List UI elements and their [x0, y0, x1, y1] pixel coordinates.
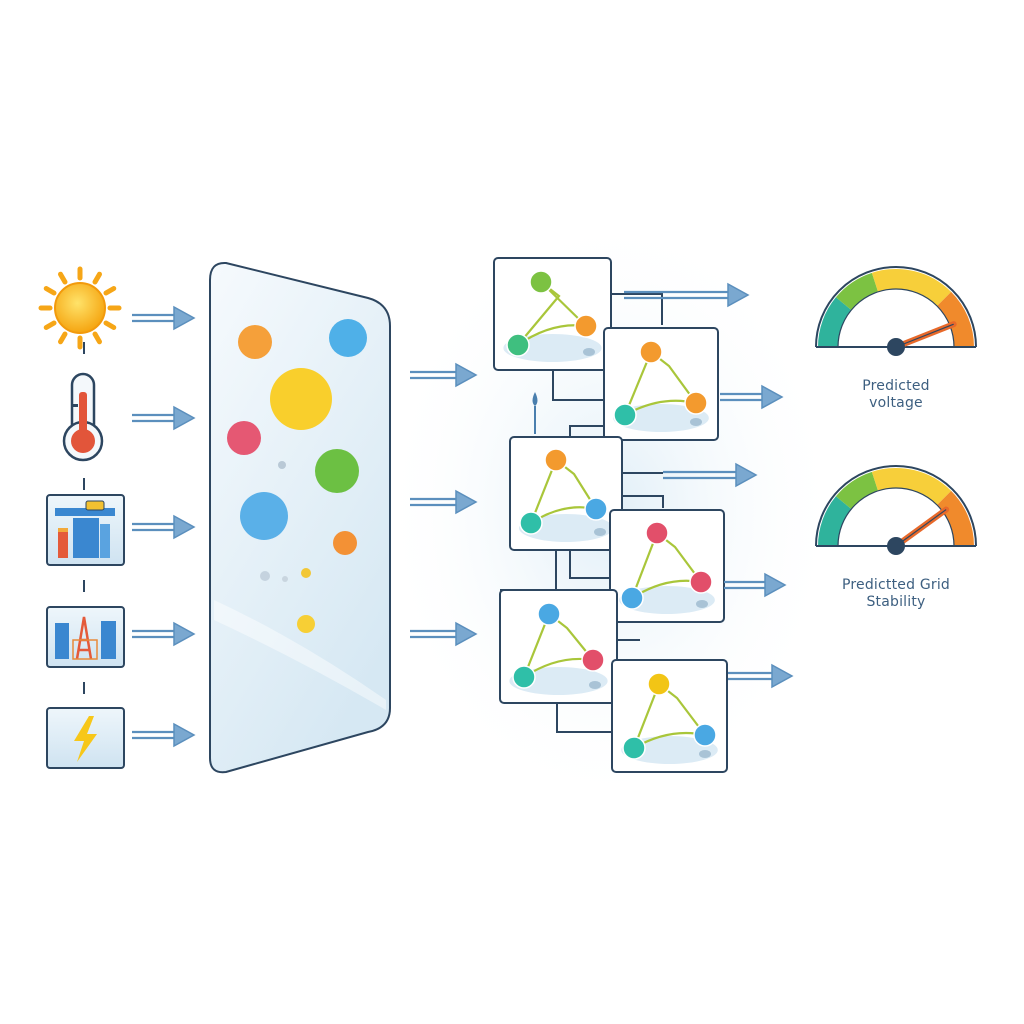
- graph-node: [584, 497, 608, 521]
- graph-node: [689, 570, 713, 594]
- gauge-segment: [818, 496, 852, 547]
- input-arrow: [132, 621, 196, 647]
- graph-node: [645, 521, 669, 545]
- substation-icon: [46, 606, 125, 668]
- graph-node: [506, 333, 530, 357]
- gauge-hub: [887, 338, 905, 356]
- graph-node: [622, 736, 646, 760]
- connector-line: [612, 293, 663, 325]
- thermometer-icon: [62, 372, 104, 462]
- gauge-label-voltage: Predicted voltage: [796, 378, 996, 412]
- gauge-stability-line2: Stability: [866, 594, 926, 610]
- input-arrow: [132, 305, 196, 331]
- panel-to-graph-arrows: [410, 362, 478, 647]
- graph-node: [613, 403, 637, 427]
- graph-card: [499, 589, 618, 704]
- connector-line: [552, 370, 605, 401]
- connector-line: [569, 550, 610, 579]
- gauge-segment: [936, 490, 974, 547]
- input-icons: [38, 266, 125, 769]
- gauge-segment: [818, 297, 852, 348]
- feature-bubble: [297, 615, 315, 633]
- connector-line: [622, 495, 664, 508]
- feature-bubble: [278, 461, 286, 469]
- graph-node: [647, 672, 671, 696]
- graph-node: [581, 648, 605, 672]
- feature-bubble: [333, 531, 357, 555]
- graph-card: [493, 257, 612, 371]
- panel-arrow: [410, 621, 478, 647]
- gauge-voltage-line1: Predicted: [862, 378, 930, 394]
- graph-card: [611, 659, 728, 773]
- panel-arrow: [410, 362, 478, 388]
- input-arrows: [132, 305, 196, 748]
- feature-bubble: [282, 576, 288, 582]
- input-arrow: [132, 722, 196, 748]
- gauge-label-stability: Predictted Grid Stability: [796, 577, 996, 611]
- input-arrow: [132, 405, 196, 431]
- connector-line: [569, 425, 605, 437]
- gauge-hub: [887, 537, 905, 555]
- connector-line: [556, 703, 612, 733]
- graph-node: [512, 665, 536, 689]
- gauge-stability: [815, 465, 977, 555]
- lightning-bolt-icon: [46, 707, 125, 769]
- output-arrow: [663, 462, 758, 488]
- model-panel: [209, 261, 391, 774]
- drop-icon: [532, 392, 538, 406]
- feature-bubbles: [227, 319, 367, 633]
- gauge-segment: [871, 468, 952, 506]
- feature-bubble: [240, 492, 288, 540]
- graph-card: [609, 509, 725, 623]
- graph-node: [529, 270, 553, 294]
- gauge-segment: [871, 269, 952, 307]
- graph-node: [544, 448, 568, 472]
- graph-node: [684, 391, 708, 415]
- model-panel-shape: [209, 261, 391, 774]
- gauge-segment: [835, 272, 879, 311]
- graph-card: [603, 327, 719, 441]
- feature-bubble: [260, 571, 270, 581]
- gauge-voltage-line2: voltage: [869, 395, 923, 411]
- gauge-segment: [936, 291, 974, 348]
- graph-node: [537, 602, 561, 626]
- output-arrow: [624, 282, 750, 308]
- output-gauges: [815, 266, 977, 555]
- feature-bubble: [329, 319, 367, 357]
- feature-bubble: [301, 568, 311, 578]
- output-arrow: [728, 663, 794, 689]
- feature-bubble: [238, 325, 272, 359]
- gauge-voltage: [815, 266, 977, 356]
- feature-bubble: [270, 368, 332, 430]
- graph-node: [574, 314, 598, 338]
- gauge-stability-line1: Predictted Grid: [841, 577, 951, 593]
- feature-bubble: [315, 449, 359, 493]
- graph-node: [620, 586, 644, 610]
- output-arrow: [724, 572, 787, 598]
- output-arrow: [720, 384, 784, 410]
- graph-cards: [493, 257, 728, 773]
- graph-node: [693, 723, 717, 747]
- feature-bubble: [227, 421, 261, 455]
- graph-node: [519, 511, 543, 535]
- panel-arrow: [410, 489, 478, 515]
- input-arrow: [132, 514, 196, 540]
- graph-node: [639, 340, 663, 364]
- sun-icon: [38, 266, 122, 350]
- graph-output-arrows: [624, 282, 794, 689]
- industrial-plant-icon: [46, 494, 125, 566]
- graph-card: [509, 436, 623, 551]
- gauge-segment: [835, 471, 879, 510]
